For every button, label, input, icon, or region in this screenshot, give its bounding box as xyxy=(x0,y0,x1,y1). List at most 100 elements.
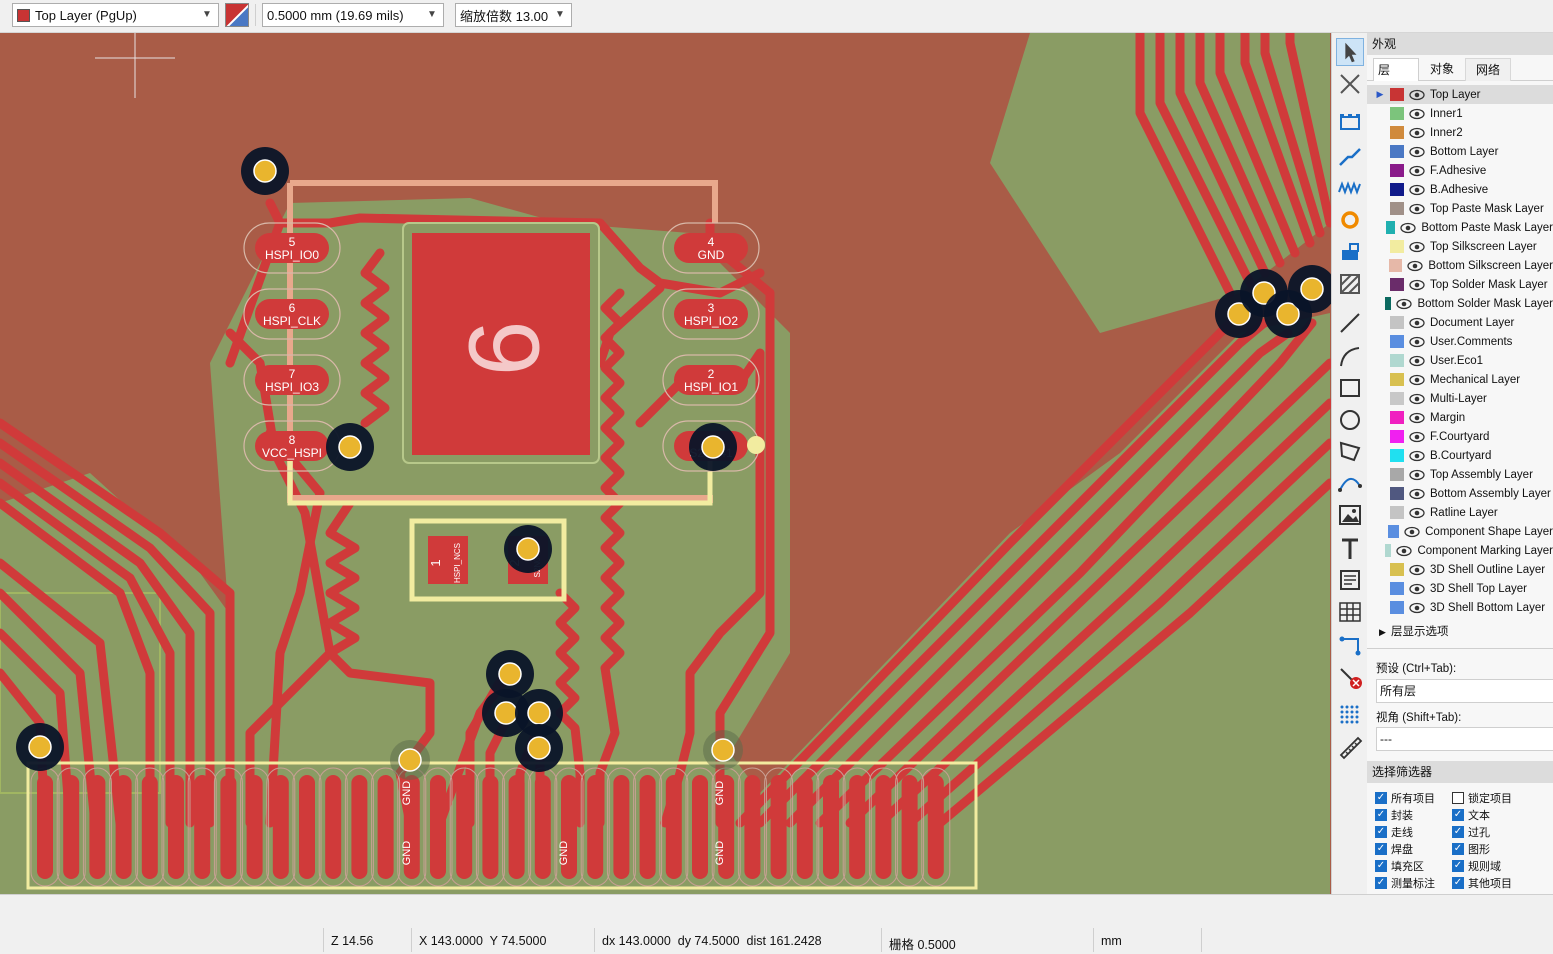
layer-select[interactable]: Top Layer (PgUp) ▼ xyxy=(12,3,219,27)
eye-icon[interactable] xyxy=(1409,505,1425,521)
select-arrow-icon[interactable] xyxy=(1336,38,1364,66)
eye-icon[interactable] xyxy=(1409,391,1425,407)
layer-color-swatch[interactable] xyxy=(1386,221,1396,234)
filter-checkbox[interactable]: ✓图形 xyxy=(1452,841,1490,857)
filter-checkbox[interactable]: 锁定项目 xyxy=(1452,790,1512,806)
layer-color-swatch[interactable] xyxy=(1390,582,1404,595)
eye-icon[interactable] xyxy=(1409,467,1425,483)
text-icon[interactable] xyxy=(1336,535,1364,563)
layer-row[interactable]: Margin xyxy=(1367,408,1553,427)
layer-color-swatch[interactable] xyxy=(1390,392,1404,405)
tab-nets[interactable]: 网络 xyxy=(1465,58,1511,81)
hatch-icon[interactable] xyxy=(1336,270,1364,298)
layer-row[interactable]: F.Courtyard xyxy=(1367,427,1553,446)
layer-color-swatch[interactable] xyxy=(1390,240,1404,253)
eye-icon[interactable] xyxy=(1404,524,1420,540)
layer-color-swatch[interactable] xyxy=(1390,373,1404,386)
filter-checkbox[interactable]: ✓焊盘 xyxy=(1375,841,1413,857)
filter-checkbox[interactable]: ✓规则域 xyxy=(1452,858,1501,874)
layer-color-swatch[interactable] xyxy=(1390,506,1404,519)
layer-color-swatch[interactable] xyxy=(1390,335,1404,348)
layer-row[interactable]: Document Layer xyxy=(1367,313,1553,332)
eye-icon[interactable] xyxy=(1409,486,1425,502)
eye-icon[interactable] xyxy=(1409,600,1425,616)
eye-icon[interactable] xyxy=(1409,163,1425,179)
table-icon[interactable] xyxy=(1336,598,1364,626)
view-select[interactable]: --- xyxy=(1376,727,1553,751)
layer-row[interactable]: Component Marking Layer xyxy=(1367,541,1553,560)
layer-color-swatch[interactable] xyxy=(1390,601,1404,614)
textbox-icon[interactable] xyxy=(1336,566,1364,594)
layer-color-swatch[interactable] xyxy=(1390,449,1404,462)
circle-icon[interactable] xyxy=(1336,406,1364,434)
eye-icon[interactable] xyxy=(1409,182,1425,198)
layer-row[interactable]: Bottom Solder Mask Layer xyxy=(1367,294,1553,313)
eye-icon[interactable] xyxy=(1396,296,1413,312)
layer-row[interactable]: 3D Shell Bottom Layer xyxy=(1367,598,1553,617)
layer-row[interactable]: Inner2 xyxy=(1367,123,1553,142)
layer-color-swatch[interactable] xyxy=(1390,145,1404,158)
eye-icon[interactable] xyxy=(1409,144,1425,160)
tab-objects[interactable]: 对象 xyxy=(1429,62,1454,76)
preset-select[interactable]: 所有层 xyxy=(1376,679,1553,703)
measure-icon[interactable] xyxy=(1336,733,1364,761)
zone-icon[interactable] xyxy=(1336,238,1364,266)
layer-color-swatch[interactable] xyxy=(1390,354,1404,367)
layer-color-swatch[interactable] xyxy=(1390,202,1404,215)
layer-row[interactable]: Top Paste Mask Layer xyxy=(1367,199,1553,218)
eye-icon[interactable] xyxy=(1409,562,1425,578)
unselect-cross-icon[interactable] xyxy=(1336,70,1364,98)
layer-row[interactable]: B.Courtyard xyxy=(1367,446,1553,465)
rect-icon[interactable] xyxy=(1336,374,1364,402)
layer-color-swatch[interactable] xyxy=(1390,164,1404,177)
layer-row[interactable]: Bottom Paste Mask Layer xyxy=(1367,218,1553,237)
eye-icon[interactable] xyxy=(1409,429,1425,445)
tune-length-icon[interactable] xyxy=(1336,174,1364,202)
filter-checkbox[interactable]: ✓封装 xyxy=(1375,807,1413,823)
eye-icon[interactable] xyxy=(1407,258,1424,274)
track-width-select[interactable]: 0.5000 mm (19.69 mils) ▼ xyxy=(262,3,444,27)
layer-row[interactable]: Top Silkscreen Layer xyxy=(1367,237,1553,256)
layer-color-swatch[interactable] xyxy=(1390,563,1404,576)
eye-icon[interactable] xyxy=(1409,448,1425,464)
filter-checkbox[interactable]: ✓文本 xyxy=(1452,807,1490,823)
layer-pair-icon[interactable] xyxy=(225,3,249,27)
eye-icon[interactable] xyxy=(1409,353,1425,369)
eye-icon[interactable] xyxy=(1400,220,1416,236)
layer-color-swatch[interactable] xyxy=(1387,525,1400,538)
route-track-icon[interactable] xyxy=(1336,143,1364,171)
filter-checkbox[interactable]: ✓走线 xyxy=(1375,824,1413,840)
grid-icon[interactable] xyxy=(1336,701,1364,729)
filter-checkbox[interactable]: ✓其他项目 xyxy=(1452,875,1512,891)
layer-color-swatch[interactable] xyxy=(1390,430,1404,443)
layer-row[interactable]: Ratline Layer xyxy=(1367,503,1553,522)
bezier-icon[interactable] xyxy=(1336,470,1364,498)
dimension-icon[interactable] xyxy=(1336,631,1364,659)
layer-row[interactable]: 3D Shell Top Layer xyxy=(1367,579,1553,598)
layer-color-swatch[interactable] xyxy=(1389,259,1403,272)
layer-row[interactable]: 3D Shell Outline Layer xyxy=(1367,560,1553,579)
layer-row[interactable]: Component Shape Layer xyxy=(1367,522,1553,541)
layer-color-swatch[interactable] xyxy=(1390,126,1404,139)
image-icon[interactable] xyxy=(1336,501,1364,529)
eye-icon[interactable] xyxy=(1409,106,1425,122)
layer-row[interactable]: F.Adhesive xyxy=(1367,161,1553,180)
layer-row[interactable]: User.Eco1 xyxy=(1367,351,1553,370)
line-icon[interactable] xyxy=(1336,309,1364,337)
via-icon[interactable] xyxy=(1336,206,1364,234)
eye-icon[interactable] xyxy=(1409,581,1425,597)
layer-color-swatch[interactable] xyxy=(1384,544,1392,557)
layer-row[interactable]: Bottom Layer xyxy=(1367,142,1553,161)
filter-checkbox[interactable]: ✓测量标注 xyxy=(1375,875,1435,891)
layer-color-swatch[interactable] xyxy=(1390,107,1404,120)
delete-icon[interactable] xyxy=(1336,663,1364,691)
layer-row[interactable]: B.Adhesive xyxy=(1367,180,1553,199)
filter-checkbox[interactable]: ✓填充区 xyxy=(1375,858,1424,874)
tab-layers[interactable]: 层 xyxy=(1373,58,1419,81)
layer-color-swatch[interactable] xyxy=(1390,468,1404,481)
eye-icon[interactable] xyxy=(1409,201,1425,217)
footprint-icon[interactable] xyxy=(1336,109,1364,137)
eye-icon[interactable] xyxy=(1409,315,1425,331)
eye-icon[interactable] xyxy=(1409,410,1425,426)
